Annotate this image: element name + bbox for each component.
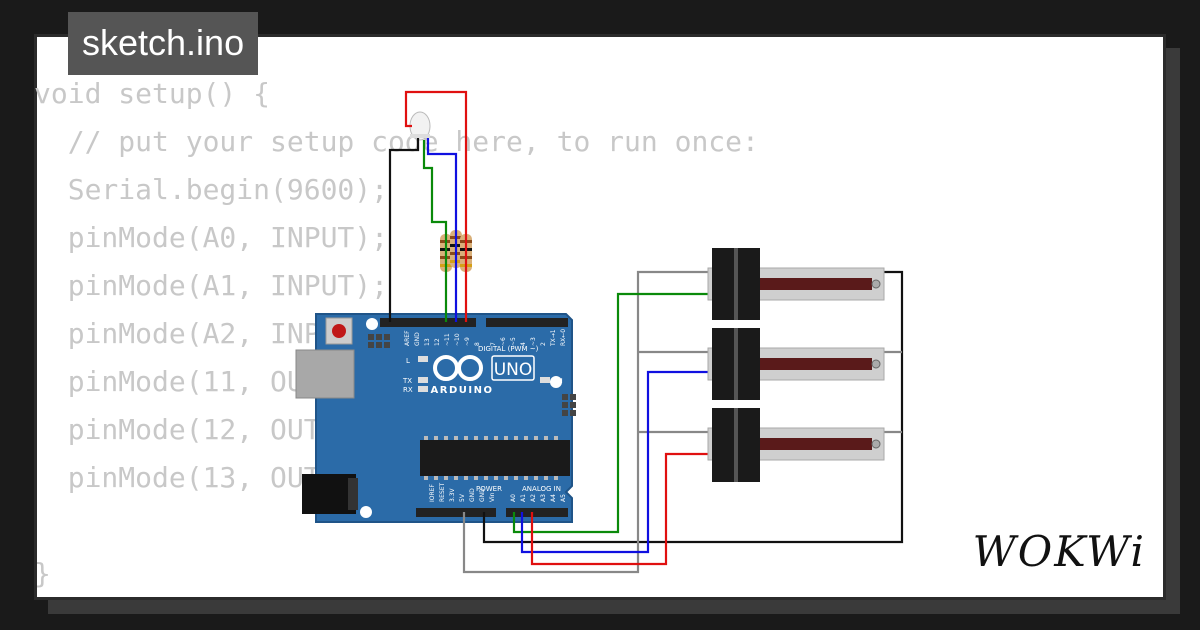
led-on	[540, 377, 550, 383]
board-model-label: UNO	[494, 360, 533, 380]
mounting-hole	[366, 318, 378, 330]
mounting-hole	[550, 376, 562, 388]
pin-label: A4	[550, 494, 557, 502]
pin-label: ~11	[444, 333, 451, 346]
digital-header-high	[486, 318, 568, 327]
pin-label: 7	[490, 342, 497, 346]
on-label: ON	[552, 377, 563, 385]
pin-label: 3.3V	[449, 487, 456, 502]
code-line: pinMode(A1, INPUT);	[34, 269, 389, 302]
pin-label: ~3	[530, 337, 537, 346]
wire-blue-led	[426, 138, 458, 322]
pin-label: A0	[510, 494, 517, 502]
led-rx-label: RX	[403, 386, 413, 394]
pin-label: 4	[520, 342, 527, 346]
pin-label: 5V	[459, 493, 466, 502]
digital-label: DIGITAL (PWM ~)	[478, 345, 539, 353]
preview-card	[34, 34, 1166, 600]
power-jack	[302, 474, 356, 514]
led-tx-label: TX	[402, 377, 412, 385]
wire-red-led	[404, 90, 468, 322]
wire-5v-pots	[462, 270, 708, 574]
pin-label: 12	[434, 338, 441, 346]
atmega-chip	[420, 440, 570, 476]
pin-label: ~5	[510, 337, 517, 346]
wokwi-logo: WOKWi	[972, 527, 1146, 576]
led-tx	[418, 377, 428, 383]
wire-a0	[512, 292, 708, 534]
pin-label: ~10	[454, 333, 461, 346]
power-header	[416, 508, 496, 517]
code-line: pinMode(A0, INPUT);	[34, 221, 389, 254]
wire-gnd-pots	[482, 270, 904, 544]
power-label: POWER	[476, 485, 502, 493]
pin-label: 2	[540, 342, 547, 346]
rgb-led[interactable]	[409, 111, 431, 141]
analog-header	[506, 508, 568, 517]
pin-label: TX→1	[550, 329, 557, 347]
pin-label: A5	[560, 494, 567, 502]
wire-green-led	[422, 140, 448, 322]
arduino-uno-board[interactable]: UNO ARDUINO DIGITAL (PWM ~) POWER ANALOG…	[295, 313, 576, 523]
board-brand-label: ARDUINO	[431, 385, 494, 396]
analog-label: ANALOG IN	[522, 485, 561, 493]
led-l-label: L	[406, 357, 410, 365]
pin-label: A2	[530, 494, 537, 502]
pin-label: A1	[520, 494, 527, 502]
code-line: }	[34, 557, 51, 590]
pin-label: IOREF	[429, 484, 436, 502]
led-rx	[418, 386, 428, 392]
pin-label: A3	[540, 494, 547, 502]
pin-label: GND	[414, 332, 421, 346]
usb-port	[295, 349, 355, 399]
pin-label: 8	[474, 342, 481, 346]
code-line: void setup() {	[34, 77, 271, 110]
slide-potentiometer[interactable]	[707, 408, 885, 482]
file-tab[interactable]: sketch.ino	[68, 12, 259, 75]
pin-label: RX←0	[560, 329, 567, 346]
pin-label: RESET	[439, 482, 446, 502]
pin-label: GND	[469, 488, 476, 502]
pin-label: 13	[424, 338, 431, 346]
pin-label: GND	[479, 488, 486, 502]
mounting-hole	[360, 506, 372, 518]
wire-led-gnd	[388, 138, 420, 322]
pin-label: Vin	[489, 492, 496, 502]
led-l	[418, 356, 428, 362]
digital-header-low	[380, 318, 476, 327]
pin-label: ~9	[464, 337, 471, 346]
slide-potentiometer[interactable]	[707, 248, 885, 320]
code-line: // put your setup code here, to run once…	[34, 125, 759, 158]
slide-potentiometer[interactable]	[707, 328, 885, 400]
wire-a2	[530, 452, 708, 566]
wire-a1	[520, 370, 708, 554]
code-line: Serial.begin(9600);	[34, 173, 389, 206]
pin-label: AREF	[404, 330, 411, 346]
pin-label: ~6	[500, 337, 507, 346]
arduino-logo-icon	[433, 355, 483, 381]
